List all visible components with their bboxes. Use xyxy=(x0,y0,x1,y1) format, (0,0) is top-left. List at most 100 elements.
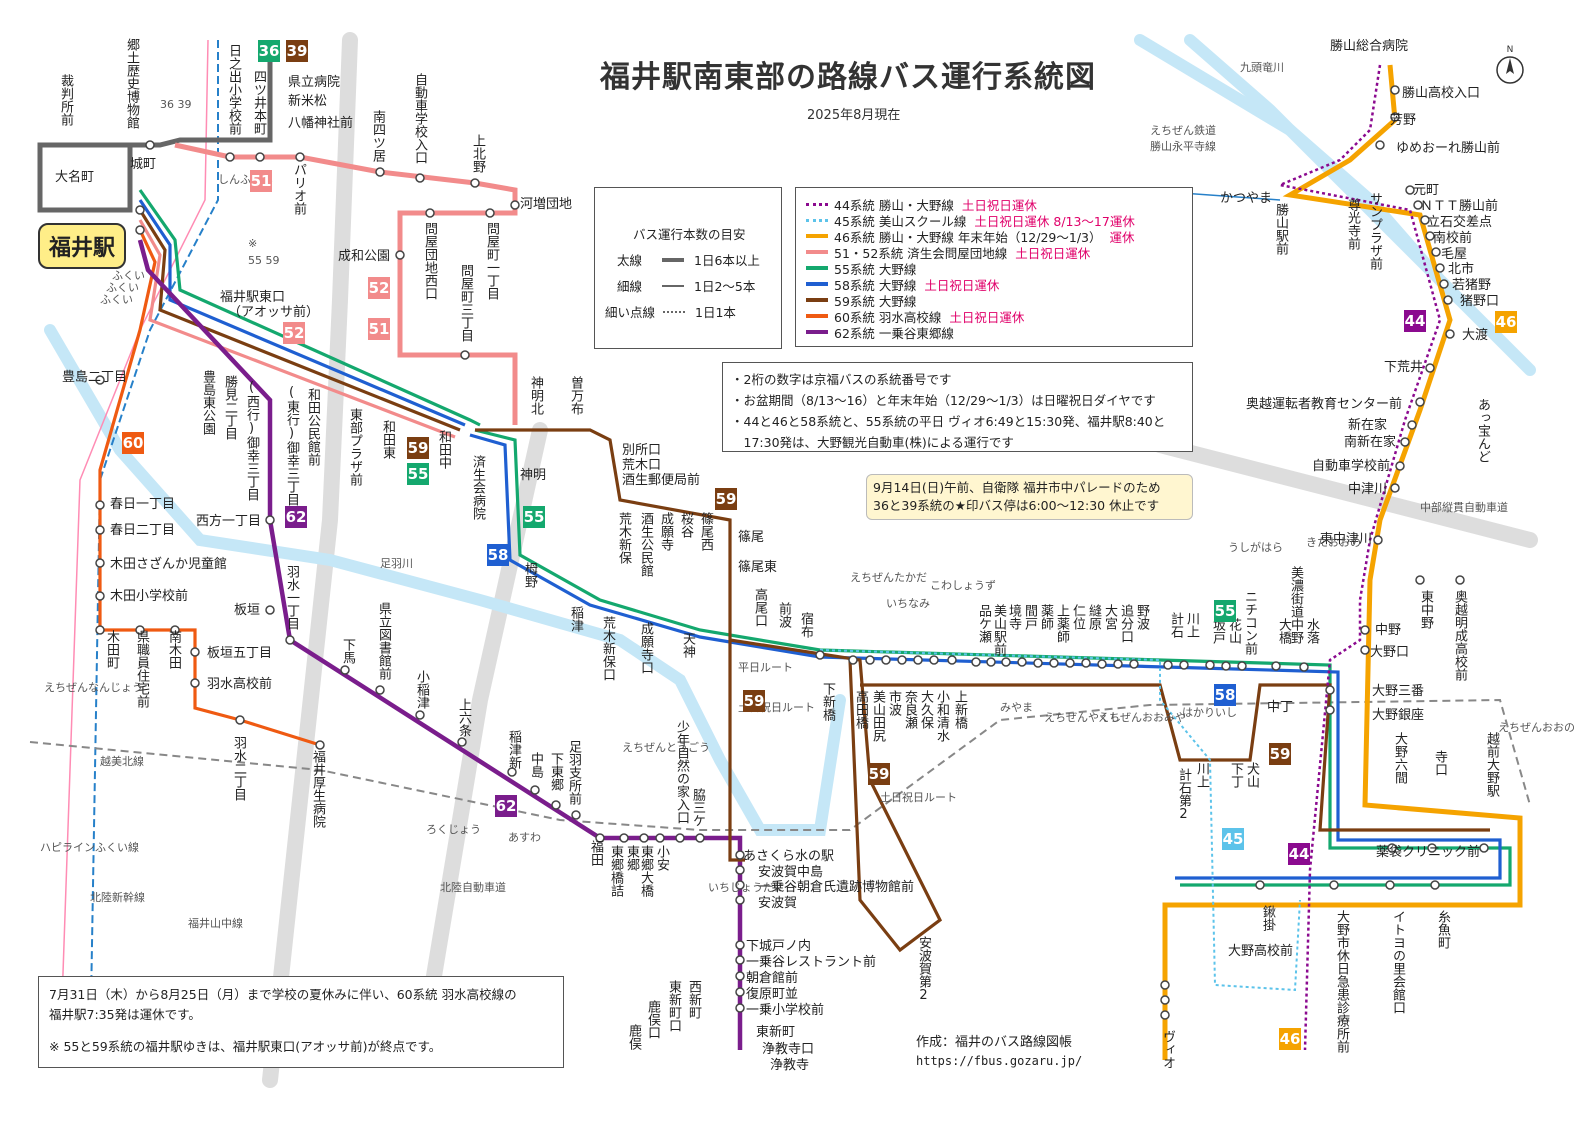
bus-stop-label[interactable]: 勝山駅前 xyxy=(1273,203,1288,255)
bus-stop-label[interactable]: 中津川 xyxy=(1348,482,1388,497)
bus-stop-label[interactable]: 稲津新 xyxy=(506,730,521,769)
bus-stop-label[interactable]: 薬師 xyxy=(1038,604,1053,630)
credit-url[interactable]: https://fbus.gozaru.jp/ xyxy=(916,1054,1083,1068)
bus-stop-label[interactable]: 毛屋 xyxy=(1441,247,1468,262)
bus-stop-label[interactable]: 木田さざんか児童館 xyxy=(110,557,228,572)
bus-stop-label[interactable]: 上薬師 xyxy=(1054,604,1069,643)
bus-stop-marker[interactable] xyxy=(1415,397,1425,407)
bus-stop-label[interactable]: 寺口 xyxy=(1432,750,1447,776)
bus-stop-label[interactable]: 高尾口 xyxy=(752,588,767,627)
bus-stop-marker[interactable] xyxy=(1413,200,1423,210)
bus-stop-marker[interactable] xyxy=(986,657,996,667)
bus-stop-label[interactable]: 別所口 xyxy=(622,443,662,458)
bus-stop-label[interactable]: 春日一丁目 xyxy=(110,497,176,512)
bus-stop-marker[interactable] xyxy=(1065,658,1075,668)
bus-stop-marker[interactable] xyxy=(1221,661,1231,671)
bus-stop-label[interactable]: 西方一丁目 xyxy=(196,514,262,529)
bus-stop-label[interactable]: 立石交差点 xyxy=(1427,215,1493,230)
bus-stop-label[interactable]: 安波賀中島 xyxy=(758,865,824,880)
bus-stop-label[interactable]: 酒生公民館 xyxy=(638,512,653,577)
bus-stop-label[interactable]: サンプラザ前 xyxy=(1367,192,1382,270)
bus-stop-label[interactable]: 小安 xyxy=(654,845,669,871)
bus-stop-label[interactable]: (東行)御幸三丁目 xyxy=(284,385,299,506)
bus-stop-label[interactable]: 大野口 xyxy=(1370,645,1410,660)
bus-stop-label[interactable]: 市波 xyxy=(886,690,901,716)
bus-stop-label[interactable]: 裁判所前 xyxy=(58,74,73,126)
bus-stop-label[interactable]: 追分口 xyxy=(1118,604,1133,643)
bus-stop-marker[interactable] xyxy=(1360,625,1370,635)
bus-stop-label[interactable]: 南木田 xyxy=(166,630,181,669)
bus-stop-marker[interactable] xyxy=(655,833,665,843)
bus-stop-label[interactable]: 南四ツ居 xyxy=(370,110,385,162)
bus-stop-marker[interactable] xyxy=(1395,461,1405,471)
bus-stop-marker[interactable] xyxy=(1390,112,1400,122)
bus-stop-label[interactable]: 福井厚生病院 xyxy=(310,750,325,828)
bus-stop-marker[interactable] xyxy=(1387,843,1397,853)
bus-stop-marker[interactable] xyxy=(95,375,105,385)
bus-stop-marker[interactable] xyxy=(1179,660,1189,670)
bus-stop-label[interactable]: 朝倉館前 xyxy=(746,971,799,986)
bus-stop-label[interactable]: 芳野 xyxy=(1390,113,1417,128)
bus-stop-label[interactable]: 野波 xyxy=(1134,604,1149,630)
bus-stop-label[interactable]: 大宮 xyxy=(1102,604,1117,630)
bus-stop-marker[interactable] xyxy=(225,152,235,162)
bus-stop-label[interactable]: 上六条 xyxy=(456,698,471,737)
bus-stop-marker[interactable] xyxy=(1425,231,1435,241)
bus-stop-marker[interactable] xyxy=(571,810,581,820)
bus-stop-label[interactable]: 八幡神社前 xyxy=(288,116,354,131)
bus-stop-marker[interactable] xyxy=(1431,247,1441,257)
bus-stop-label[interactable]: ニチコン前 xyxy=(1242,590,1257,655)
bus-stop-marker[interactable] xyxy=(95,625,105,635)
bus-stop-label[interactable]: 計石 xyxy=(1168,612,1183,638)
bus-stop-label[interactable]: 鹿俣口 xyxy=(645,1000,660,1039)
bus-stop-marker[interactable] xyxy=(1160,1010,1170,1020)
bus-stop-marker[interactable] xyxy=(295,152,305,162)
bus-stop-marker[interactable] xyxy=(639,833,649,843)
bus-stop-label[interactable]: 南校前 xyxy=(1433,231,1473,246)
bus-stop-label[interactable]: 間戸 xyxy=(1022,604,1037,630)
bus-stop-marker[interactable] xyxy=(1405,185,1415,195)
bus-stop-marker[interactable] xyxy=(1163,660,1173,670)
bus-stop-label[interactable]: 板垣五丁目 xyxy=(207,646,273,661)
bus-stop-label[interactable]: 下馬 xyxy=(340,638,355,664)
bus-stop-label[interactable]: 安波賀第2 xyxy=(916,936,931,1003)
bus-stop-label[interactable]: 若猪野 xyxy=(1452,278,1492,293)
bus-stop-marker[interactable] xyxy=(95,591,105,601)
bus-stop-label[interactable]: 南新在家 xyxy=(1344,435,1397,450)
bus-stop-label[interactable]: 成願寺 xyxy=(658,512,673,551)
bus-stop-label[interactable]: 下丁 xyxy=(1228,762,1243,788)
bus-stop-label[interactable]: 東部プラザ前 xyxy=(347,408,362,486)
bus-stop-label[interactable]: 足羽支所前 xyxy=(566,740,581,805)
bus-stop-marker[interactable] xyxy=(815,650,825,660)
bus-stop-label[interactable]: 河増団地 xyxy=(520,197,573,212)
bus-stop-marker[interactable] xyxy=(1160,995,1170,1005)
bus-stop-label[interactable]: （アオッサ前） xyxy=(228,305,320,320)
bus-stop-marker[interactable] xyxy=(415,173,425,183)
bus-stop-label[interactable]: ゆめおーれ勝山前 xyxy=(1396,141,1501,156)
bus-stop-marker[interactable] xyxy=(1415,575,1425,585)
bus-stop-label[interactable]: 奥越明成高校前 xyxy=(1452,590,1467,681)
bus-stop-label[interactable]: 荒木口 xyxy=(622,458,662,473)
bus-stop-label[interactable]: 鹿俣 xyxy=(626,1024,641,1050)
bus-stop-label[interactable]: 少年自然の家入口 xyxy=(674,720,689,824)
bus-stop-label[interactable]: 縫原 xyxy=(1086,604,1101,630)
bus-stop-label[interactable]: 木田小学校前 xyxy=(110,589,189,604)
bus-stop-marker[interactable] xyxy=(485,208,495,218)
bus-stop-label[interactable]: 復原町並 xyxy=(746,987,799,1002)
bus-stop-label[interactable]: 板垣 xyxy=(234,603,261,618)
bus-stop-label[interactable]: 東中野 xyxy=(1418,590,1433,629)
bus-stop-marker[interactable] xyxy=(595,833,605,843)
bus-stop-label[interactable]: 桜谷 xyxy=(678,512,693,538)
bus-stop-label[interactable]: 境寺 xyxy=(1006,604,1021,630)
bus-stop-label[interactable]: 済生会病院 xyxy=(470,455,485,520)
bus-stop-label[interactable]: 木田町 xyxy=(104,630,119,669)
bus-stop-marker[interactable] xyxy=(470,178,480,188)
bus-stop-marker[interactable] xyxy=(881,655,891,665)
bus-stop-label[interactable]: 犬山 xyxy=(1244,762,1259,788)
bus-stop-label[interactable]: 西新町 xyxy=(686,980,701,1019)
bus-stop-marker[interactable] xyxy=(1001,657,1011,667)
bus-stop-marker[interactable] xyxy=(1081,658,1091,668)
bus-stop-marker[interactable] xyxy=(190,647,200,657)
bus-stop-marker[interactable] xyxy=(1390,85,1400,95)
bus-stop-marker[interactable] xyxy=(735,940,745,950)
